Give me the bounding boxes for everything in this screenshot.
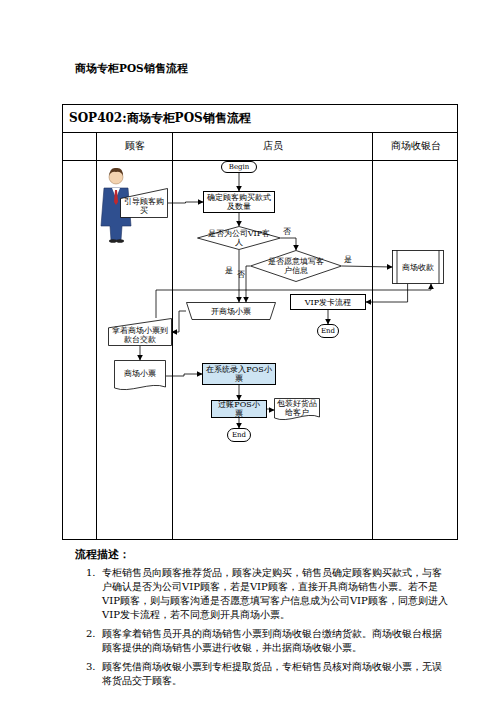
header-rule [62, 160, 458, 161]
node-label: 过账POS小票 [215, 400, 263, 418]
node-label-box: 是否为公司VIP客人 [197, 226, 281, 250]
predefined-process: 商场收款 [392, 250, 444, 284]
terminator: Begin [221, 161, 257, 173]
swimlane: 商场收银台商场收款 [372, 132, 458, 540]
terminator: End [227, 428, 251, 442]
node-label-box: 包装好货品给客户 [274, 398, 320, 422]
person-shoe [109, 239, 117, 243]
node-label-box: 过账POS小票 [212, 401, 266, 417]
manual-outline [109, 319, 172, 346]
node-label-box: Begin [222, 162, 256, 172]
connector [156, 284, 431, 318]
person-shoe [116, 239, 124, 243]
node-label: 是否为公司VIP客人 [207, 229, 271, 247]
node-label: 商场小票 [124, 369, 156, 378]
list-number: 1. [86, 566, 96, 580]
edge-label: 是 [225, 266, 233, 275]
node-label: 是否愿意填写客户信息 [266, 257, 326, 275]
connector [246, 266, 250, 302]
connector [239, 385, 240, 400]
node-label: VIP发卡流程 [305, 298, 351, 307]
table-title: SOP402:商场专柜POS销售流程 [63, 105, 457, 133]
node-label-box: End [318, 325, 338, 337]
section-heading: 流程描述： [75, 548, 130, 562]
list-paragraph: 顾客凭借商场收银小票到专柜提取货品，专柜销售员核对商场收银小票，无误将货品交于顾… [102, 660, 448, 688]
connector [172, 311, 186, 332]
trapezoid-outline [187, 303, 276, 320]
connector [267, 409, 274, 410]
diamond-outline [198, 227, 281, 250]
page-title: 商场专柜POS销售流程 [75, 62, 188, 76]
node-label: 商场收款 [402, 263, 434, 272]
connector [281, 238, 296, 250]
node-label: End [232, 431, 246, 439]
manual-input: 拿着商场小票到款台交款 [108, 318, 172, 346]
node-label-box: 开商场小票 [186, 302, 276, 320]
decision-diamond: 是否愿意填写客户信息 [250, 250, 342, 282]
process-box: 过账POS小票 [211, 400, 267, 418]
node-label: Begin [229, 163, 250, 171]
connector [166, 374, 202, 376]
connector [239, 213, 240, 226]
list-paragraph: 专柜销售员向顾客推荐货品，顾客决定购买，销售员确定顾客购买款式，与客户确认是否为… [102, 566, 448, 622]
node-label-box: 在系统录入POS小票 [203, 364, 275, 384]
node-label: 确定顾客购买款式及数量 [207, 193, 271, 211]
document-outline [115, 361, 166, 390]
node-label: 引导顾客购买 [123, 197, 165, 215]
terminator: End [317, 324, 339, 338]
node-label: 拿着商场小票到款台交款 [111, 326, 169, 344]
document-shape: 包装好货品给客户 [274, 398, 320, 422]
diamond-outline [251, 251, 342, 282]
connector [366, 284, 408, 302]
node-label-box: 是否愿意填写客户信息 [250, 250, 342, 282]
list-number: 3. [86, 660, 96, 674]
connector [239, 418, 240, 428]
node-label: 包装好货品给客户 [276, 399, 318, 417]
predefined-outline [393, 251, 444, 284]
swimlane: 店员 Begin 确定顾客购买款式及数量是否为公司VIP客人是否愿意填写客户信息开商… [172, 132, 372, 540]
lane-header: 顾客 [97, 132, 172, 160]
connector [140, 346, 141, 360]
document-shape: 商场小票 [114, 360, 166, 392]
connector [239, 173, 240, 191]
manual-operation: 开商场小票 [186, 302, 276, 320]
edge-label: 是 [344, 255, 352, 264]
predefined-side [439, 251, 440, 284]
swimlane: 顾客引导顾客购买拿着商场小票到款台交款商场小票 [96, 132, 172, 540]
lane-header: 店员 [173, 132, 372, 160]
document-outline [275, 399, 320, 420]
edge-label: 否 [237, 270, 245, 279]
manual-outline [121, 189, 168, 218]
manual-input: 引导顾客购买 [120, 188, 168, 218]
person-tie [114, 190, 118, 205]
list-number: 2. [86, 627, 96, 641]
node-label-box: VIP发卡流程 [291, 295, 365, 309]
node-label: End [321, 327, 335, 335]
swimlane-table: SOP402:商场专柜POS销售流程顾客引导顾客购买拿着商场小票到款台交款商场小… [62, 104, 458, 540]
node-label-box: 商场收款 [392, 250, 444, 284]
process-box: VIP发卡流程 [290, 294, 366, 310]
connector [342, 266, 392, 267]
node-label: 开商场小票 [211, 307, 251, 316]
process-box: 在系统录入POS小票 [202, 363, 276, 385]
lane-header: 商场收银台 [373, 132, 458, 160]
person-hair [109, 168, 123, 176]
node-label-box: End [228, 429, 250, 441]
process-box: 确定顾客购买款式及数量 [203, 191, 275, 213]
predefined-side [397, 251, 398, 284]
node-label-box: 引导顾客购买 [120, 188, 168, 218]
decision-diamond: 是否为公司VIP客人 [197, 226, 281, 250]
node-label-box: 拿着商场小票到款台交款 [108, 318, 172, 346]
connector [328, 310, 329, 324]
connector [168, 202, 203, 203]
node-label-box: 确定顾客购买款式及数量 [204, 192, 274, 212]
edge-label: 否 [283, 227, 291, 236]
node-label: 在系统录入POS小票 [206, 365, 272, 383]
list-paragraph: 顾客拿着销售员开具的商场销售小票到商场收银台缴纳货款。商场收银台根据顾客提供的商… [102, 627, 448, 655]
node-label-box: 商场小票 [114, 360, 166, 392]
